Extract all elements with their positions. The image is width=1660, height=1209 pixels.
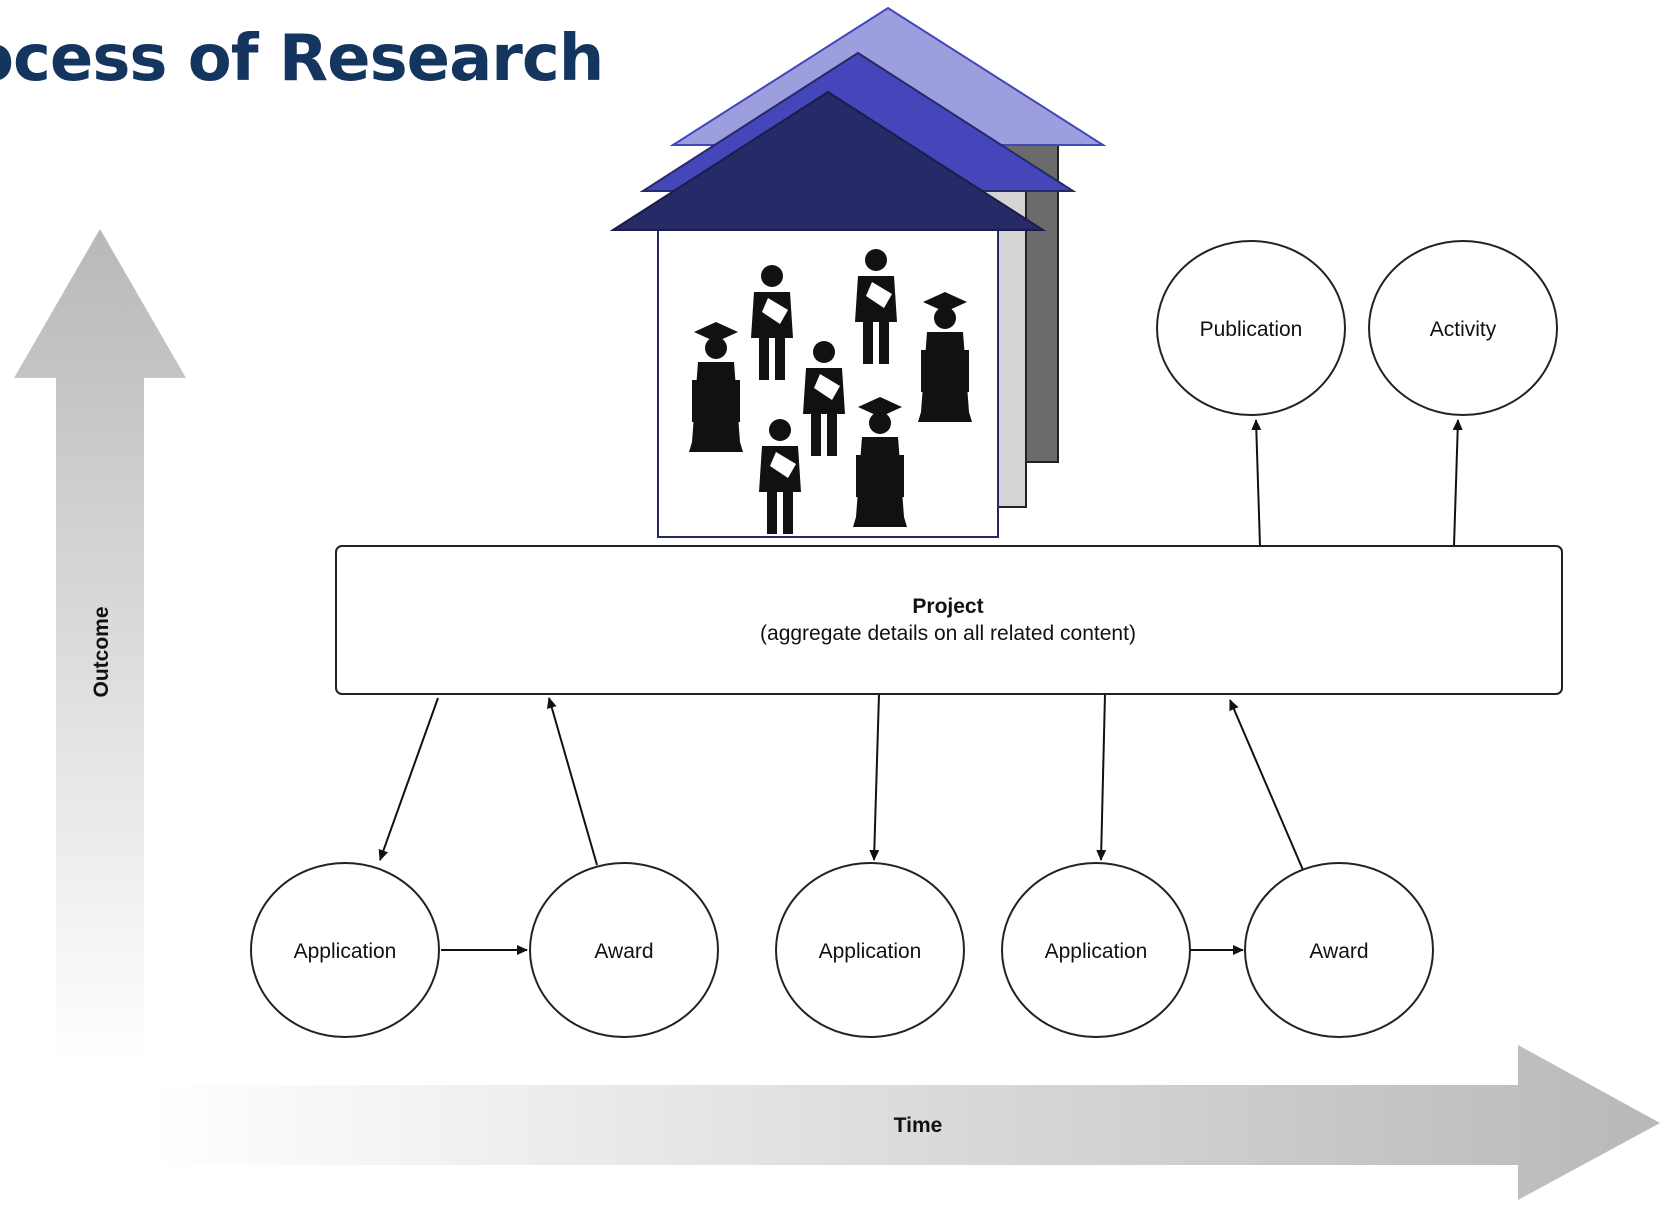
node-application-3: Application — [1001, 862, 1191, 1038]
connectors — [378, 419, 1463, 955]
arrow-project-to-application-3 — [1096, 693, 1107, 861]
arrow-project-to-application-1 — [378, 697, 439, 861]
node-publication-label: Publication — [1200, 318, 1303, 341]
node-application-2: Application — [775, 862, 965, 1038]
project-box: Project (aggregate details on all relate… — [335, 545, 1563, 695]
node-activity: Activity — [1368, 240, 1558, 416]
project-subtitle: (aggregate details on all related conten… — [760, 622, 1136, 645]
node-application-3-label: Application — [1045, 940, 1148, 963]
node-publication: Publication — [1156, 240, 1346, 416]
page-title: ocess of Research — [0, 22, 604, 96]
outcome-axis-label: Outcome — [90, 606, 113, 697]
arrow-award-1-to-project — [546, 697, 598, 866]
arrow-award-2-to-project — [1229, 699, 1304, 871]
research-team-illustration — [609, 6, 1107, 538]
arrow-project-to-activity — [1452, 419, 1463, 547]
project-title: Project — [912, 595, 983, 618]
node-award-2-label: Award — [1309, 940, 1368, 963]
node-activity-label: Activity — [1430, 318, 1497, 341]
node-award-2: Award — [1244, 862, 1434, 1038]
node-application-1-label: Application — [294, 940, 397, 963]
time-axis-arrow — [155, 1045, 1660, 1200]
node-award-1: Award — [529, 862, 719, 1038]
node-application-1: Application — [250, 862, 440, 1038]
node-award-1-label: Award — [594, 940, 653, 963]
node-application-2-label: Application — [819, 940, 922, 963]
time-axis-label: Time — [894, 1114, 943, 1137]
arrow-project-to-publication — [1251, 419, 1262, 547]
outcome-axis-arrow — [14, 229, 186, 1060]
arrow-project-to-application-2 — [869, 693, 880, 861]
